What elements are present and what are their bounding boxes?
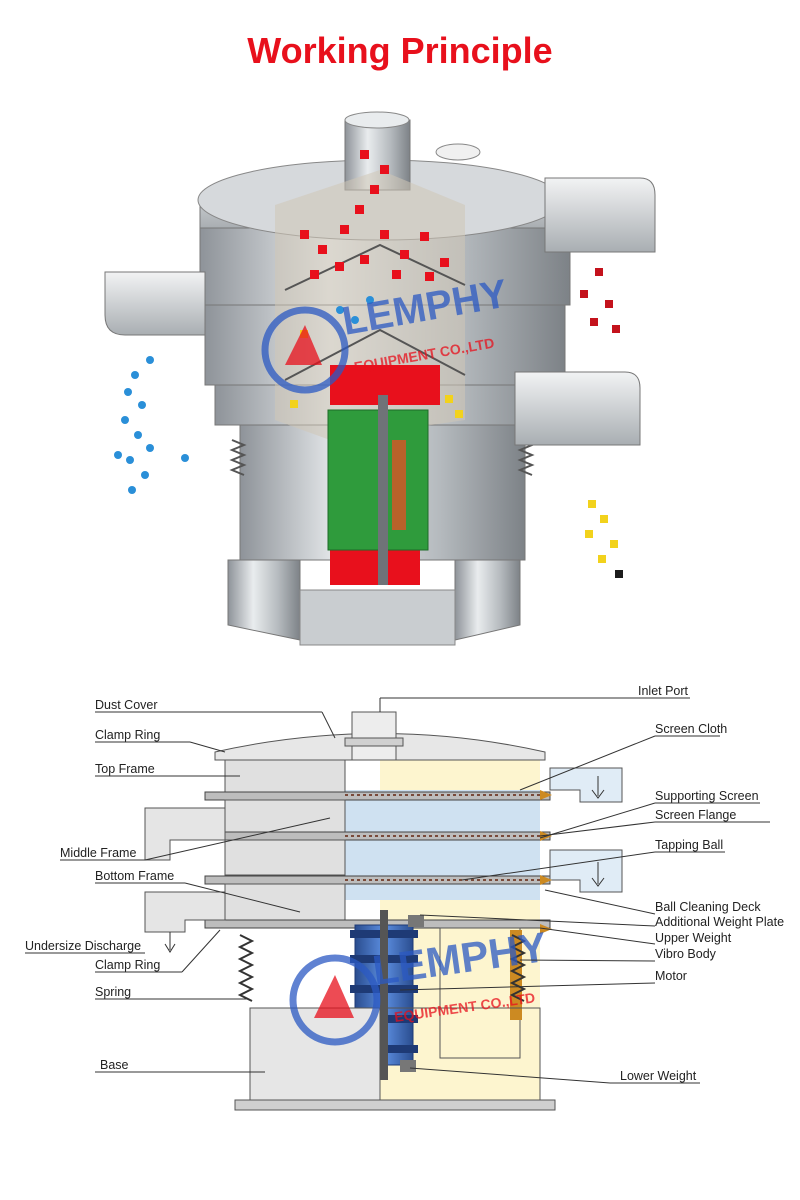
section-drawing (144, 711, 623, 1111)
label-bottom-frame: Bottom Frame (95, 869, 174, 883)
label-dust-cover: Dust Cover (95, 698, 158, 712)
label-tapping-ball: Tapping Ball (655, 838, 723, 852)
label-middle-frame: Middle Frame (60, 846, 136, 860)
particles-red (300, 150, 620, 333)
label-additional-weight-plate: Additional Weight Plate (655, 915, 784, 929)
label-lower-weight: Lower Weight (620, 1069, 697, 1083)
label-spring: Spring (95, 985, 131, 999)
label-screen-flange: Screen Flange (655, 808, 736, 822)
label-undersize-discharge: Undersize Discharge (25, 939, 141, 953)
cutaway-illustration (104, 111, 656, 646)
label-base: Base (100, 1058, 129, 1072)
label-inlet-port: Inlet Port (638, 684, 689, 698)
label-motor: Motor (655, 969, 687, 983)
label-vibro-body: Vibro Body (655, 947, 717, 961)
label-ball-cleaning-deck: Ball Cleaning Deck (655, 900, 761, 914)
label-screen-cloth: Screen Cloth (655, 722, 727, 736)
label-upper-weight: Upper Weight (655, 931, 732, 945)
label-clamp-ring-bottom: Clamp Ring (95, 958, 160, 972)
leader-lines (25, 697, 770, 1084)
page-title: Working Principle (247, 30, 553, 71)
particles-blue (114, 296, 374, 494)
label-clamp-ring-top: Clamp Ring (95, 728, 160, 742)
part-labels: Dust Cover Clamp Ring Top Frame Middle F… (25, 684, 784, 1083)
label-top-frame: Top Frame (95, 762, 155, 776)
label-supporting-screen: Supporting Screen (655, 789, 759, 803)
